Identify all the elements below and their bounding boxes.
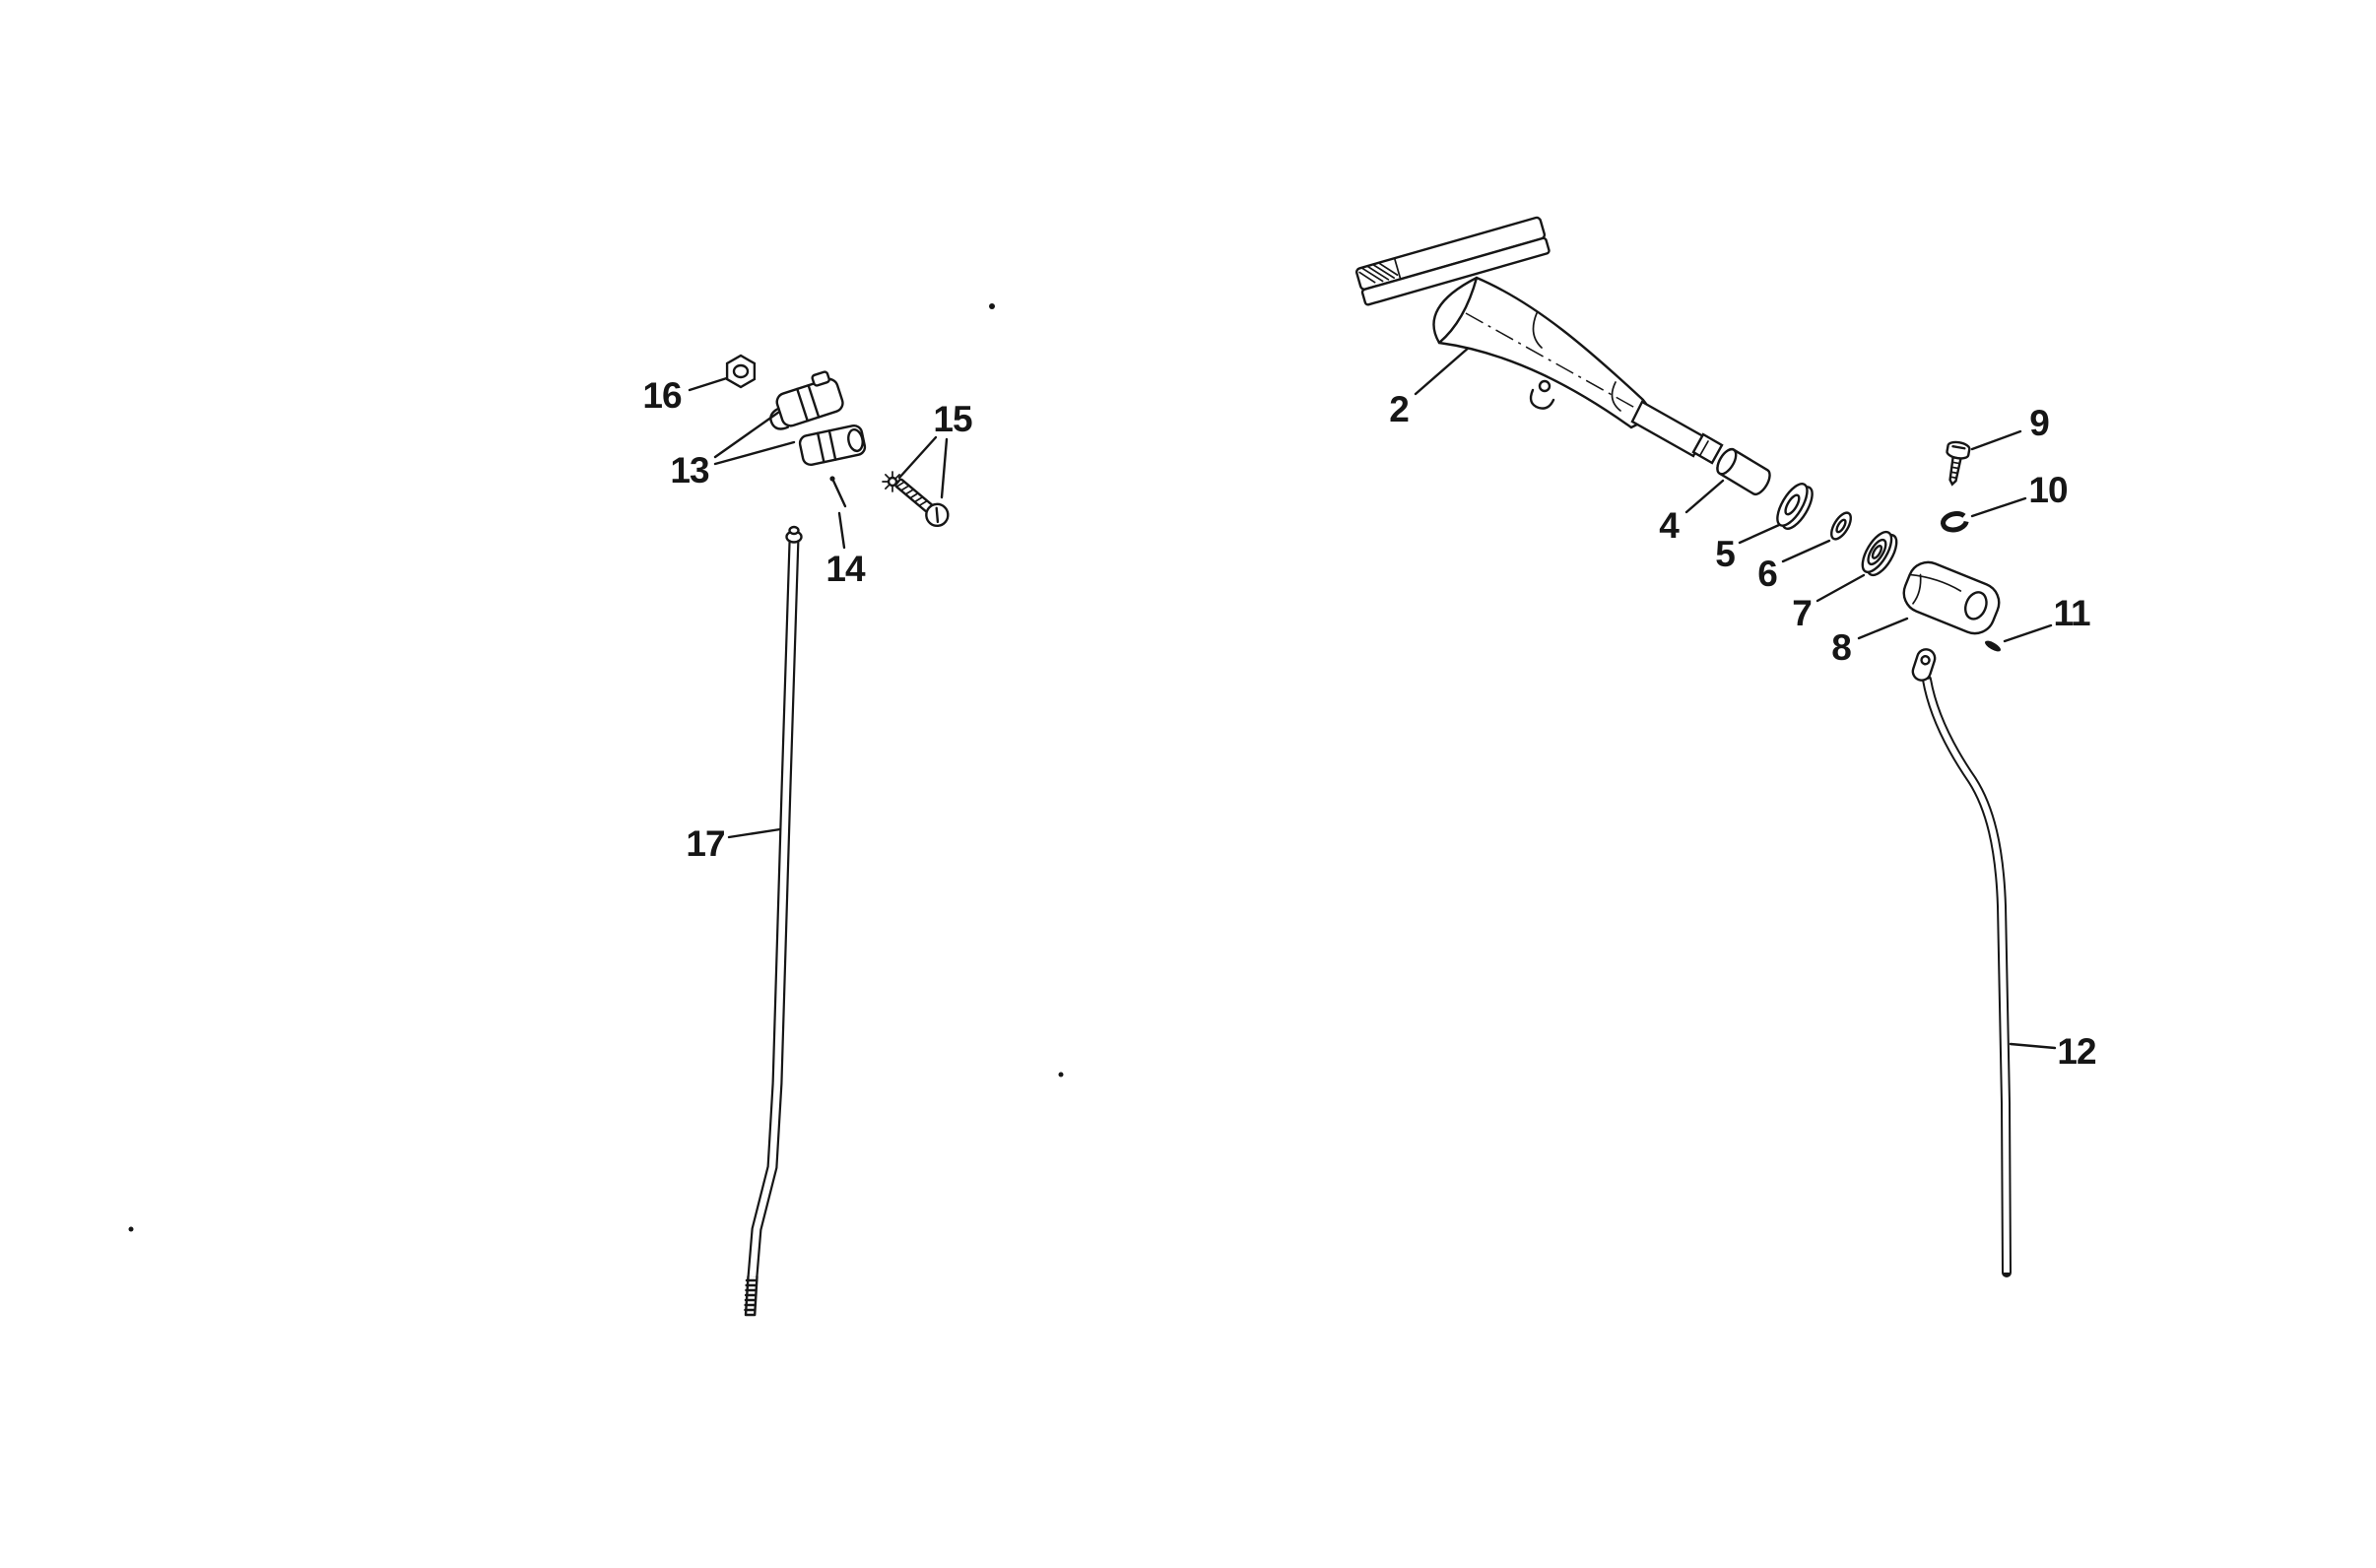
speck [128, 1226, 134, 1232]
part-15-screw-and-washer [882, 471, 950, 528]
threaded-tip [744, 1274, 759, 1317]
leader-8 [1857, 617, 1909, 640]
part-11-pin [1985, 640, 2001, 652]
leader-10 [1970, 496, 2027, 518]
leader-4 [1684, 479, 1725, 514]
callout-17: 17 [686, 823, 725, 864]
leader-2 [1414, 345, 1472, 396]
part-17-shift-rod [744, 525, 803, 1317]
speck [1058, 1072, 1064, 1078]
callout-10: 10 [2028, 470, 2068, 510]
leader-16 [688, 374, 735, 392]
leader-17 [727, 827, 782, 839]
callout-11: 11 [2053, 593, 2090, 633]
speck [989, 303, 995, 309]
leader-lines [688, 345, 2057, 1050]
part-14-pin [829, 476, 847, 508]
callout-9: 9 [2029, 403, 2050, 443]
part-9-screw [1946, 440, 1971, 487]
callout-4: 4 [1659, 505, 1680, 546]
callout-14: 14 [825, 549, 865, 589]
scan-specks [128, 303, 1064, 1232]
rod-eyelet [1911, 648, 1937, 682]
part-10-lock-washer [1941, 511, 1969, 533]
leader-12 [2009, 1042, 2057, 1050]
callout-8: 8 [1831, 627, 1852, 668]
leader-7 [1815, 573, 1866, 603]
screw-body [894, 478, 950, 528]
callout-5: 5 [1715, 534, 1736, 574]
handle-grip-bar [1354, 216, 1551, 306]
leader-15 [897, 435, 949, 499]
callout-7: 7 [1792, 593, 1813, 633]
callout-16: 16 [642, 375, 682, 416]
callout-13: 13 [670, 450, 709, 490]
callout-12: 12 [2057, 1031, 2096, 1072]
leader-14 [837, 511, 846, 550]
leader-6 [1781, 539, 1831, 563]
part-16-nut [725, 354, 757, 389]
leader-5 [1738, 523, 1781, 545]
leader-9 [1970, 429, 2022, 451]
part-12-link-rod [1911, 648, 2012, 1277]
callout-15: 15 [933, 399, 972, 439]
leader-11 [2003, 623, 2053, 643]
part-6-washer-small [1830, 511, 1852, 541]
callout-2: 2 [1389, 389, 1410, 429]
callout-6: 6 [1757, 554, 1778, 594]
handle-shaft [1630, 400, 1724, 465]
part-7-grommet [1861, 530, 1898, 577]
part-8-swivel-block [1902, 560, 2001, 635]
part-4-bushing [1716, 447, 1771, 495]
part-5-washer [1776, 483, 1814, 530]
part-13-clamp-bracket [769, 370, 867, 467]
part-2-handle-assembly [1354, 216, 1724, 465]
